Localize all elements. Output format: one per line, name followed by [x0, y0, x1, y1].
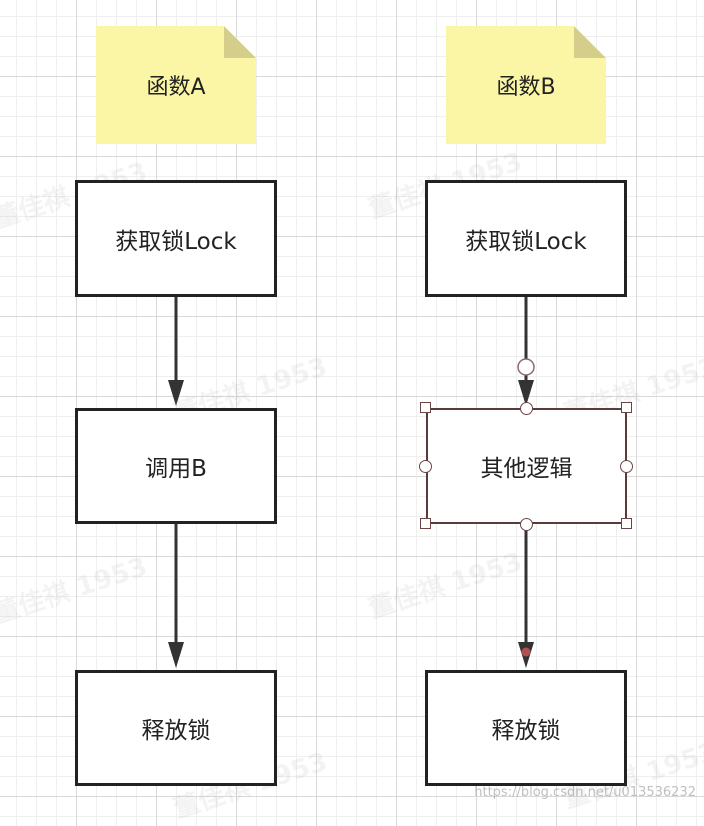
resize-handle-top-left[interactable] — [420, 402, 431, 413]
note-function-b[interactable]: 函数B — [446, 26, 606, 144]
box-label: 释放锁 — [141, 718, 211, 744]
watermark-url: https://blog.csdn.net/u013536232 — [474, 785, 696, 800]
connection-point-right[interactable] — [620, 460, 633, 473]
resize-handle-bottom-right[interactable] — [621, 518, 632, 529]
diagram-canvas: 董佳祺 1953 董佳祺 1953 董佳祺 1953 董佳祺 1953 董佳祺 … — [0, 26, 704, 825]
connector-right-2[interactable] — [518, 524, 534, 668]
connection-point-bottom[interactable] — [520, 518, 533, 531]
connection-point-left[interactable] — [419, 460, 432, 473]
box-acquire-lock-b[interactable]: 获取锁Lock — [425, 180, 627, 297]
note-function-a-label: 函数A — [146, 75, 206, 100]
note-function-b-label: 函数B — [496, 75, 556, 100]
box-label: 获取锁Lock — [115, 228, 237, 255]
connector-left-1[interactable] — [168, 296, 184, 406]
box-label: 获取锁Lock — [465, 228, 587, 255]
resize-handle-bottom-left[interactable] — [420, 518, 431, 529]
box-call-b[interactable]: 调用B — [75, 408, 277, 524]
connector-right-1[interactable] — [517, 296, 535, 406]
box-release-lock-a[interactable]: 释放锁 — [75, 670, 277, 786]
note-function-a[interactable]: 函数A — [96, 26, 256, 144]
box-label: 调用B — [145, 456, 207, 482]
box-release-lock-b[interactable]: 释放锁 — [425, 670, 627, 786]
box-label: 其他逻辑 — [480, 456, 573, 482]
box-acquire-lock-a[interactable]: 获取锁Lock — [75, 180, 277, 297]
box-other-logic-selected[interactable]: 其他逻辑 — [426, 408, 627, 524]
connector-layer — [168, 296, 535, 668]
resize-handle-top-right[interactable] — [621, 402, 632, 413]
connector-left-2[interactable] — [168, 524, 184, 668]
connection-point-top[interactable] — [520, 402, 533, 415]
box-label: 释放锁 — [491, 718, 561, 744]
